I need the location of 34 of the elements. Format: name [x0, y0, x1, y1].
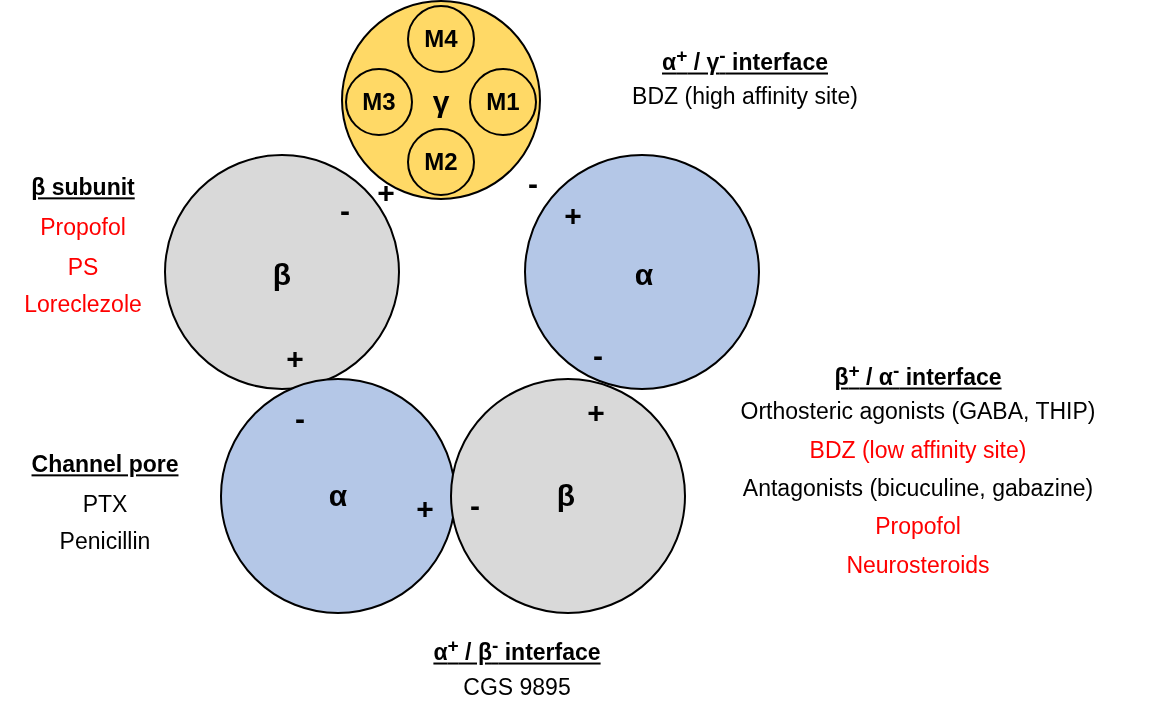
drug-label: Propofol: [875, 514, 961, 540]
charge-sign: -: [528, 166, 538, 200]
drug-label: BDZ (low affinity site): [809, 438, 1027, 464]
subunit-letter: γ: [432, 85, 450, 119]
helix-circle: M3: [345, 68, 413, 136]
drug-label: Propofol: [40, 215, 126, 241]
charge-sign: +: [587, 395, 605, 429]
charge-sign: -: [340, 193, 350, 227]
charge-sign: -: [593, 338, 603, 372]
drug-label: CGS 9895: [463, 675, 571, 701]
charge-sign: +: [564, 198, 582, 232]
subunit-letter: α: [328, 479, 348, 513]
drug-label: Antagonists (bicuculine, gabazine): [742, 476, 1094, 502]
site-heading: β$^{+}$ / α$^{-}$ interface: [834, 359, 1002, 391]
site-heading: Channel pore: [31, 452, 179, 478]
charge-sign: -: [295, 401, 305, 435]
subunit-letter: β: [556, 479, 576, 513]
drug-label: PS: [67, 255, 99, 281]
subunit-letter: α: [634, 258, 654, 292]
charge-sign: -: [470, 488, 480, 522]
site-heading: α$^{+}$ / γ$^{-}$ interface: [662, 44, 828, 76]
site-heading: β subunit: [31, 175, 135, 201]
charge-sign: +: [286, 341, 304, 375]
helix-circle: M4: [407, 5, 475, 73]
charge-sign: +: [416, 491, 434, 525]
drug-label: Penicillin: [59, 529, 151, 555]
helix-circle: M1: [469, 68, 537, 136]
charge-sign: +: [377, 175, 395, 209]
helix-circle: M2: [407, 128, 475, 196]
drug-label: Neurosteroids: [846, 553, 990, 579]
drug-label: Loreclezole: [24, 292, 142, 318]
subunit-letter: β: [272, 258, 292, 292]
drug-label: PTX: [82, 492, 128, 518]
site-heading: α$^{+}$ / β$^{-}$ interface: [433, 634, 601, 666]
